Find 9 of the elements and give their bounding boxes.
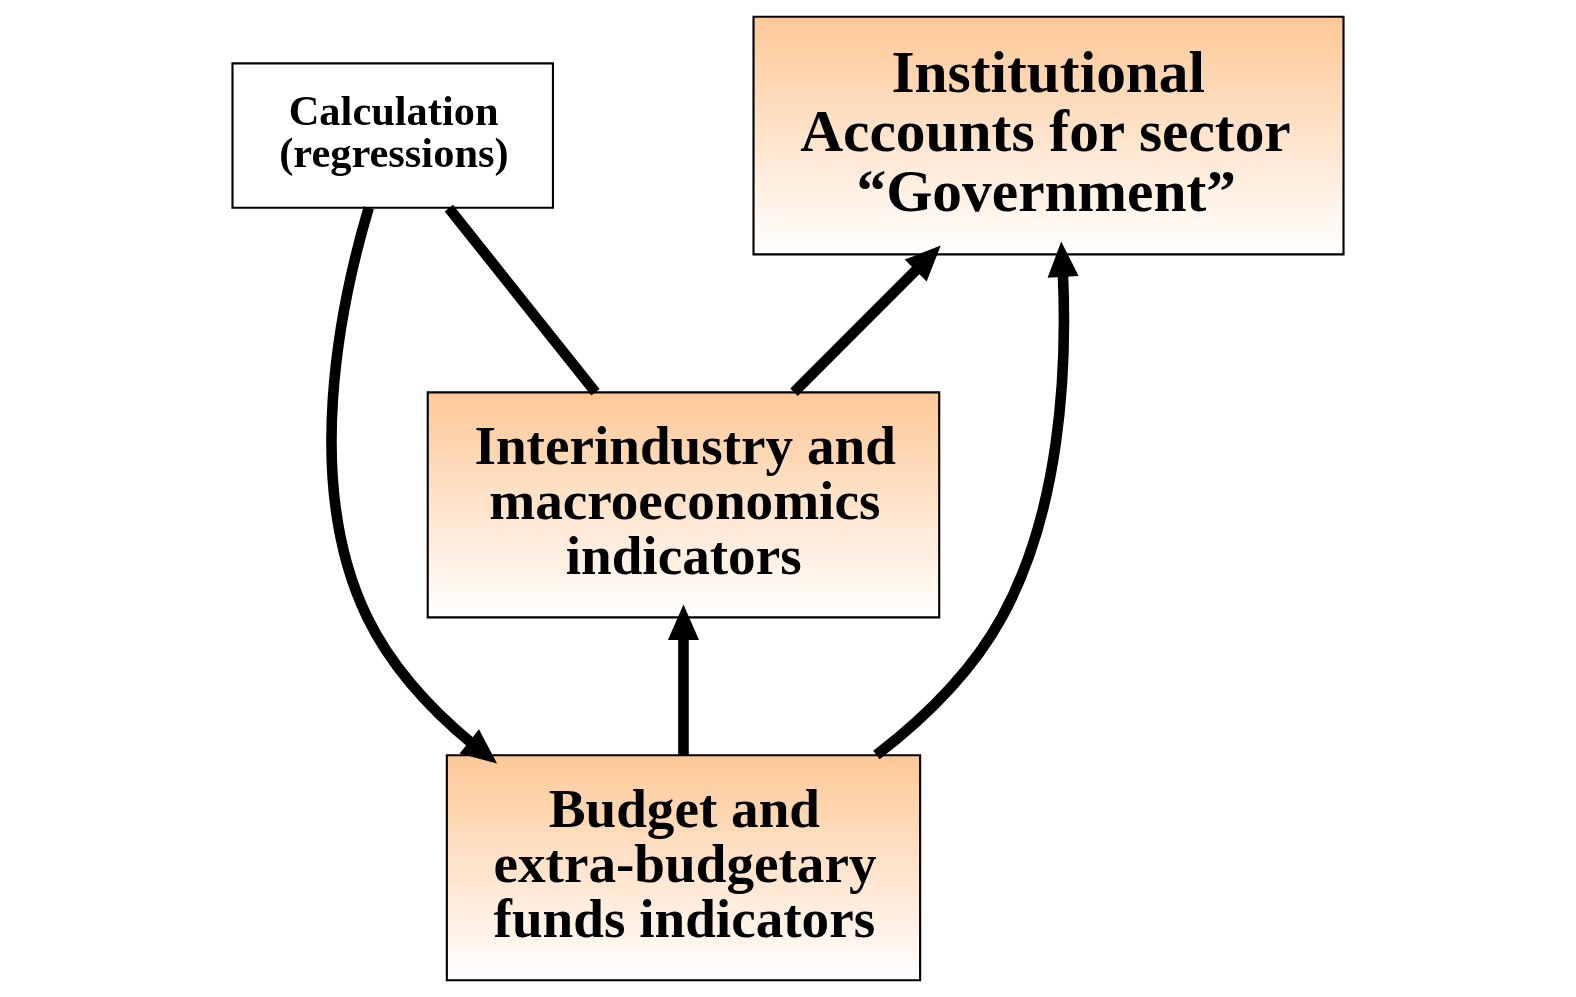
arrow [873,241,1079,760]
node-box: Interindustry and macroeconomics indicators [426,391,941,619]
arrow [326,206,498,764]
node-box: Institutional Accounts for sector “Government” [752,15,1345,256]
arrow [790,245,941,396]
node-box: Budget and extra-budgetary funds indicators [445,754,922,982]
connector [444,204,600,396]
node-box: Calculation (regressions) [231,62,554,209]
arrow [667,604,699,756]
